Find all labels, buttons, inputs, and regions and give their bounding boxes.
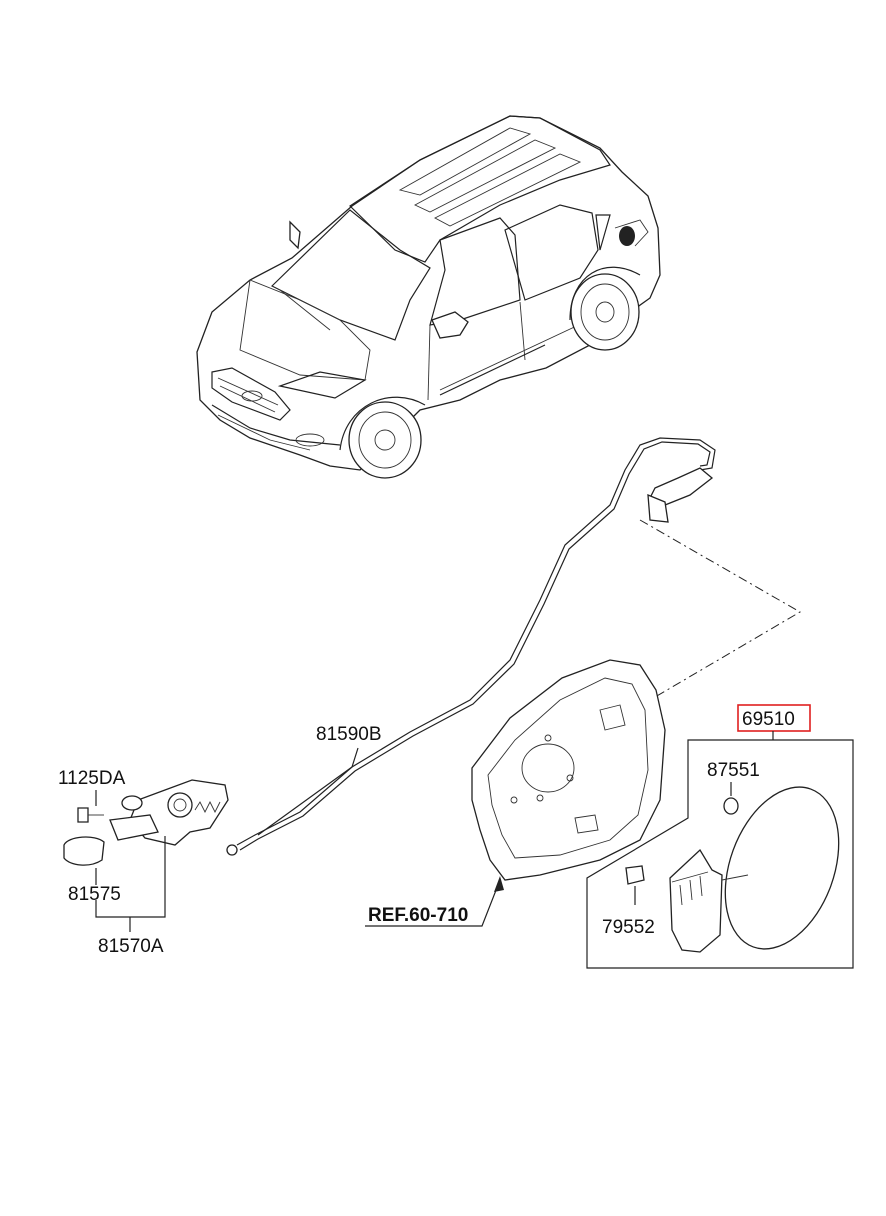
ref-leader	[365, 876, 504, 927]
dashed-leader-cable	[639, 519, 801, 701]
bumper-87551-icon	[723, 797, 739, 815]
label-1125DA: 1125DA	[58, 768, 126, 789]
assembly-box-69510	[586, 739, 854, 969]
latch-cap-icon	[63, 836, 105, 866]
highlight-box-69510	[737, 704, 811, 732]
label-87551: 87551	[707, 760, 760, 781]
label-ref-60-710: REF.60-710	[368, 905, 468, 926]
latch-assembly-81570A	[63, 779, 229, 866]
filler-housing	[471, 659, 666, 881]
label-69510: 69510	[742, 709, 795, 730]
label-81590B: 81590B	[316, 724, 382, 745]
release-cable-81590B	[226, 437, 716, 856]
clip-79552-icon	[625, 865, 645, 885]
label-81570A: 81570A	[98, 936, 164, 957]
fuel-door-assembly	[625, 786, 840, 953]
vehicle-illustration	[196, 115, 661, 479]
label-79552: 79552	[602, 917, 655, 938]
label-81575: 81575	[68, 884, 121, 905]
bolt-icon	[77, 807, 89, 823]
leader-81590B	[257, 747, 359, 836]
